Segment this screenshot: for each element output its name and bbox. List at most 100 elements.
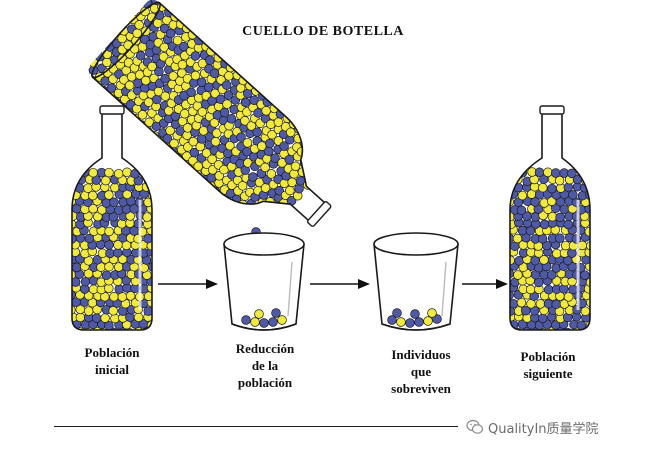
individual-ball (271, 308, 281, 318)
next-population-bottle (509, 105, 591, 331)
individual-ball (562, 327, 573, 330)
individual-ball (190, 70, 201, 81)
individual-ball (72, 327, 77, 330)
individual-ball (563, 182, 574, 193)
individual-ball (152, 94, 162, 105)
individual-ball (567, 168, 577, 179)
individual-ball (146, 168, 152, 179)
individual-ball (563, 292, 574, 302)
individual-ball (550, 168, 561, 178)
individual-ball (310, 169, 321, 180)
individual-ball (237, 209, 248, 219)
individual-ball (277, 315, 287, 325)
individual-ball (137, 110, 148, 120)
individual-ball (510, 168, 519, 179)
individual-ball (537, 313, 548, 324)
individual-ball (253, 108, 263, 118)
individual-ball (423, 316, 433, 326)
individual-ball (72, 175, 77, 185)
individual-ball (117, 292, 128, 302)
individual-ball (101, 175, 111, 186)
individual-ball (311, 151, 321, 161)
individual-ball (392, 308, 402, 318)
individual-ball (510, 197, 514, 207)
individual-ball (285, 127, 296, 138)
individual-ball (387, 315, 397, 325)
individual-ball (257, 209, 268, 219)
individual-ball (510, 219, 516, 229)
individual-ball (563, 219, 573, 230)
individual-ball (113, 168, 124, 179)
individual-ball (210, 136, 221, 147)
individual-ball (108, 327, 119, 330)
individual-ball (513, 327, 523, 330)
individual-ball (133, 327, 144, 330)
individual-ball (317, 156, 327, 166)
individual-ball (538, 328, 549, 330)
individual-ball (265, 138, 275, 149)
individual-ball (165, 28, 176, 39)
label-surviving-individuals: Individuos que sobreviven (391, 347, 451, 396)
individual-ball (135, 50, 146, 61)
individual-ball (122, 167, 132, 178)
individual-ball (538, 182, 548, 193)
individual-ball (110, 182, 120, 193)
individual-ball (543, 167, 553, 178)
individual-ball (114, 205, 124, 216)
individual-ball (104, 261, 114, 272)
individual-ball (551, 299, 561, 309)
individual-ball (104, 167, 114, 178)
individual-ball (209, 68, 220, 79)
individual-ball (414, 317, 424, 327)
individual-ball (305, 153, 315, 163)
individual-ball (75, 312, 86, 323)
individual-ball (547, 183, 557, 194)
individual-ball (555, 212, 565, 223)
individual-ball (534, 167, 545, 178)
individual-ball (101, 270, 112, 280)
individual-ball (510, 290, 514, 301)
individual-ball (510, 174, 515, 185)
individual-ball (539, 219, 550, 230)
individual-ball (552, 248, 562, 259)
individual-ball (125, 291, 136, 301)
individual-ball (259, 318, 269, 328)
individual-ball (179, 108, 190, 119)
individual-ball (517, 190, 528, 201)
individual-ball (124, 80, 135, 91)
initial-population-bottle (71, 105, 153, 331)
individual-ball (264, 204, 274, 215)
individual-ball (104, 190, 114, 200)
individual-ball (242, 138, 253, 148)
individual-ball (555, 233, 565, 244)
individual-ball (264, 215, 275, 226)
individual-ball (530, 197, 540, 207)
individual-ball (221, 80, 232, 90)
individual-ball (196, 134, 207, 144)
individual-ball (513, 270, 523, 280)
watermark: QualityIn质量学院 (466, 416, 636, 438)
individual-ball (405, 318, 415, 328)
individual-ball (270, 209, 280, 219)
reduction-cup (223, 232, 305, 331)
individual-ball (121, 275, 131, 286)
survivors-cup (373, 232, 459, 331)
individual-ball (252, 127, 262, 137)
individual-ball (585, 277, 590, 288)
individual-ball (287, 177, 297, 188)
individual-ball (143, 233, 152, 244)
individual-ball (577, 167, 587, 178)
individual-ball (410, 309, 420, 319)
individual-ball (284, 154, 295, 165)
individual-ball (320, 148, 330, 159)
individual-ball (91, 313, 102, 323)
individual-ball (586, 297, 590, 308)
individual-ball (143, 306, 152, 316)
watermark-text: QualityIn质量学院 (488, 421, 599, 437)
individual-ball (100, 313, 110, 323)
individual-ball (568, 190, 578, 200)
individual-ball (117, 219, 127, 229)
individual-ball (241, 315, 251, 325)
individual-ball (105, 248, 115, 259)
